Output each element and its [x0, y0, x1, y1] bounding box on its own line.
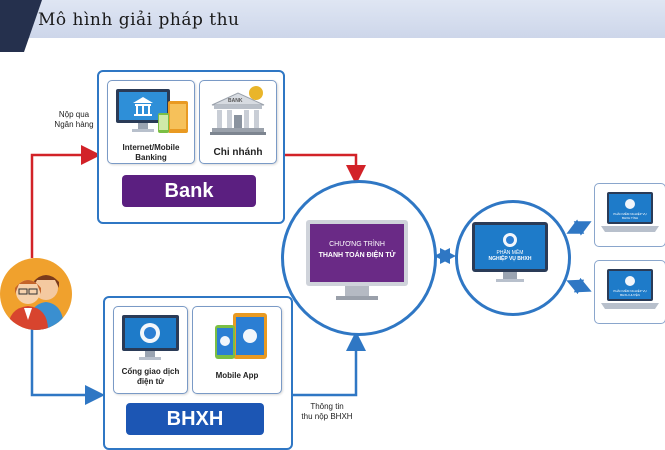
page-title: Mô hình giải pháp thu [38, 10, 240, 30]
branch-label: Chi nhánh [213, 147, 263, 158]
mobile-app-card: Mobile App [192, 306, 282, 394]
payment-screen-line1: CHƯƠNG TRÌNH [329, 241, 385, 248]
laptop-province-label: PHẦN MỀM NGHIỆP VỤ BHXH TỈNH [613, 212, 647, 220]
payment-screen-line2: THANH TOÁN ĐIỆN TỬ [318, 252, 396, 259]
blue-link-software-laptop2 [566, 277, 592, 295]
laptop-icon [601, 269, 659, 309]
bank-building-icon [210, 86, 266, 135]
header-bar [0, 0, 665, 38]
laptop-icon [601, 192, 659, 232]
laptop-district-label: PHẦN MỀM NGHIỆP VỤ BHXH HUYỆN [613, 289, 647, 297]
mobile-devices-icon [215, 313, 267, 359]
laptop-province-card: PHẦN MỀM NGHIỆP VỤ BHXH TỈNH [594, 183, 665, 247]
software-screen-line2: NGHIỆP VỤ BHXH [488, 256, 532, 262]
red-arrow-bank-to-center [282, 153, 366, 185]
computer-tablet-icon [116, 89, 188, 133]
computer-bhxh-icon [122, 315, 179, 360]
bank-sign-text: BANK [228, 98, 243, 104]
header-corner-decoration [0, 0, 42, 52]
software-screen-line1: PHẦN MỀM [496, 250, 524, 256]
note-bhxh-info: Thông tin thu nộp BHXH [301, 402, 353, 421]
note-pay-via-bank: Nộp qua Ngân hàng [54, 110, 94, 129]
e-portal-card: Cổng giao dịch điện tử [113, 306, 188, 394]
bank-banner: Bank [122, 175, 256, 207]
blue-arrow-to-bhxh [30, 328, 105, 405]
laptop-district-card: PHẦN MỀM NGHIỆP VỤ BHXH HUYỆN [594, 260, 665, 324]
internet-banking-label: Internet/Mobile Banking [122, 143, 180, 162]
blue-link-software-laptop1 [566, 219, 592, 236]
branch-card: BANK Chi nhánh [199, 80, 277, 164]
mobile-app-label: Mobile App [215, 371, 259, 380]
blue-arrow-bhxh-to-center [290, 331, 366, 397]
red-arrow-to-bank [30, 145, 101, 258]
e-portal-label: Cổng giao dịch điện tử [121, 367, 180, 386]
internet-banking-card: Internet/Mobile Banking [107, 80, 195, 164]
citizens-icon [0, 258, 72, 330]
bhxh-banner: BHXH [126, 403, 264, 435]
